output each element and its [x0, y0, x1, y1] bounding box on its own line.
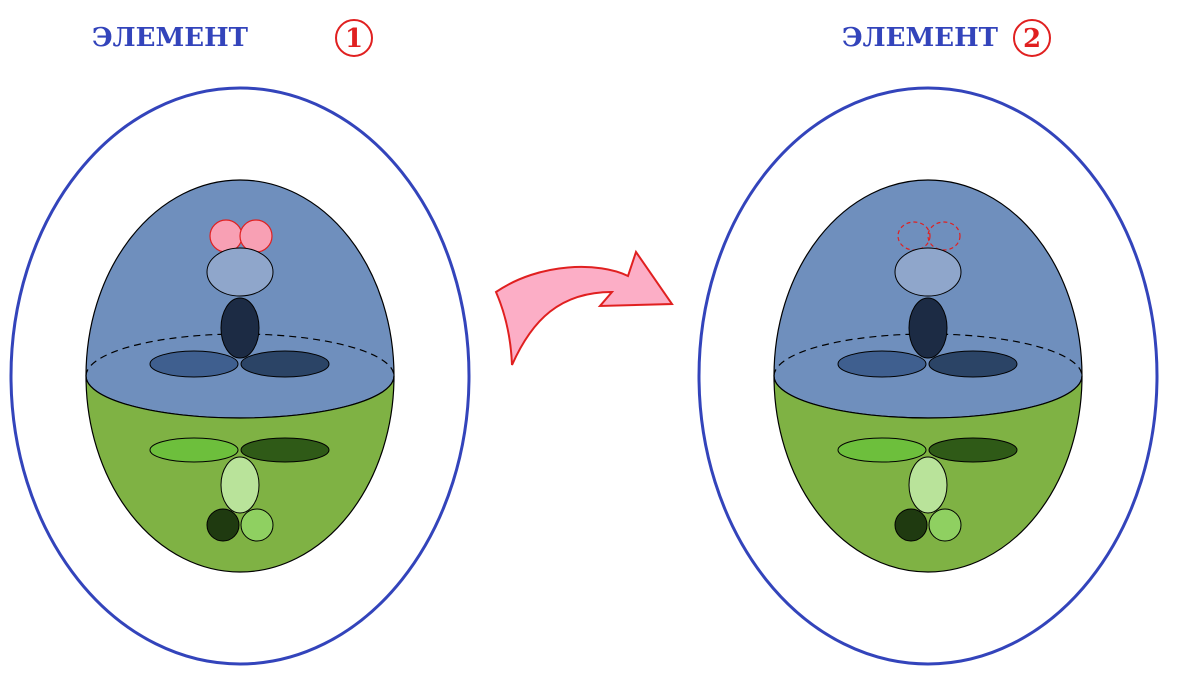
top-right-pink-dot — [239, 219, 273, 253]
blue-left-oval — [149, 350, 239, 378]
element-1-number-badge — [335, 19, 373, 57]
green-left-oval — [149, 437, 239, 463]
element-2-number: 2 — [1023, 24, 1041, 54]
blue-right-oval — [928, 350, 1018, 378]
equator-dashed — [85, 333, 395, 377]
equator-dashed — [773, 333, 1083, 377]
navy-vertical-oval — [908, 297, 948, 359]
navy-vertical-oval — [220, 297, 260, 359]
blue-left-oval — [837, 350, 927, 378]
light-blue-oval — [206, 247, 274, 297]
green-left-oval — [837, 437, 927, 463]
light-green-vertical-oval — [908, 456, 948, 514]
element-1-group: ЭЛЕМЕНТ 1 — [9, 19, 471, 666]
element-1-body — [85, 179, 395, 573]
green-right-oval — [928, 437, 1018, 463]
bottom-right-light-dot — [240, 508, 274, 542]
blue-right-oval — [240, 350, 330, 378]
top-left-pink-dot — [209, 219, 243, 253]
element-2-body — [773, 179, 1083, 573]
element-2-group: ЭЛЕМЕНТ 2 — [697, 19, 1159, 666]
element-2-title: ЭЛЕМЕНТ — [842, 23, 999, 53]
light-green-vertical-oval — [220, 456, 260, 514]
bottom-left-dark-dot — [206, 508, 240, 542]
top-right-pink-dot — [927, 221, 961, 251]
bottom-left-dark-dot — [894, 508, 928, 542]
element-1-number: 1 — [345, 24, 363, 54]
transition-arrow — [494, 249, 674, 366]
bottom-right-light-dot — [928, 508, 962, 542]
light-blue-oval — [894, 247, 962, 297]
element-1-title: ЭЛЕМЕНТ — [92, 23, 249, 53]
element-2-number-badge — [1013, 19, 1051, 57]
green-right-oval — [240, 437, 330, 463]
